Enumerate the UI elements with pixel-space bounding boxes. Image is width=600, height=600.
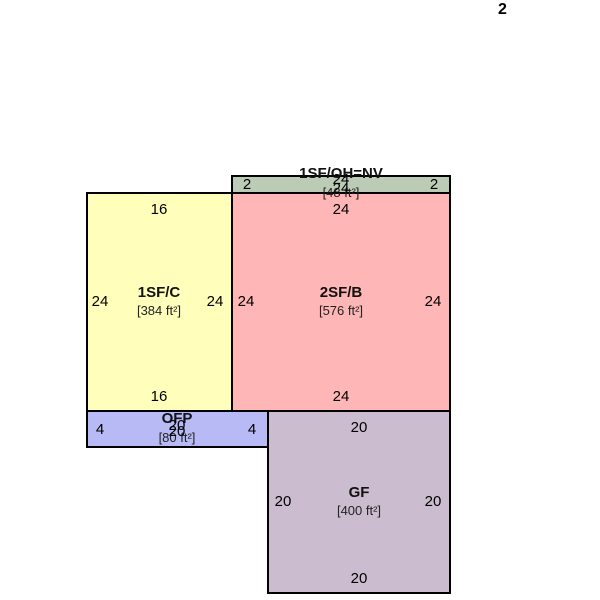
- dim-c-left: 24: [92, 293, 109, 310]
- area-size-ofp: [80 ft²]: [159, 430, 196, 445]
- area-label-ofp: OFP: [162, 410, 193, 427]
- area-label-b: 2SF/B: [320, 284, 363, 301]
- dim-ofp-bottom: 20: [169, 423, 186, 440]
- area-1sf-c[interactable]: [86, 192, 233, 412]
- page-number: 2: [498, 1, 507, 18]
- dim-oh-top: 24: [333, 171, 350, 188]
- dim-oh-left: 2: [243, 176, 251, 193]
- dim-c-bottom: 16: [151, 388, 168, 405]
- dim-b-right: 24: [425, 293, 442, 310]
- area-label-c: 1SF/C: [138, 284, 181, 301]
- area-size-gf: [400 ft²]: [337, 503, 381, 518]
- dim-oh-right: 2: [430, 176, 438, 193]
- area-size-b: [576 ft²]: [319, 303, 363, 318]
- dim-gf-bottom: 20: [351, 570, 368, 587]
- area-size-oh: [48 ft²]: [323, 185, 360, 200]
- dim-ofp-top: 20: [169, 417, 186, 434]
- dim-oh-bottom: 24: [333, 180, 350, 197]
- area-label-gf: GF: [349, 484, 370, 501]
- area-label-oh: 1SF/OH=NV: [299, 165, 383, 182]
- dim-c-right: 24: [207, 293, 224, 310]
- dim-c-top: 16: [151, 201, 168, 218]
- dim-ofp-right: 4: [248, 421, 256, 438]
- dim-gf-top: 20: [351, 419, 368, 436]
- dim-b-top: 24: [333, 201, 350, 218]
- dim-gf-left: 20: [275, 493, 292, 510]
- area-size-c: [384 ft²]: [137, 303, 181, 318]
- dim-b-left: 24: [238, 293, 255, 310]
- area-gf[interactable]: [267, 410, 451, 594]
- dim-b-bottom: 24: [333, 388, 350, 405]
- dim-gf-right: 20: [425, 493, 442, 510]
- dim-ofp-left: 4: [96, 421, 104, 438]
- area-2sf-b[interactable]: [231, 192, 451, 412]
